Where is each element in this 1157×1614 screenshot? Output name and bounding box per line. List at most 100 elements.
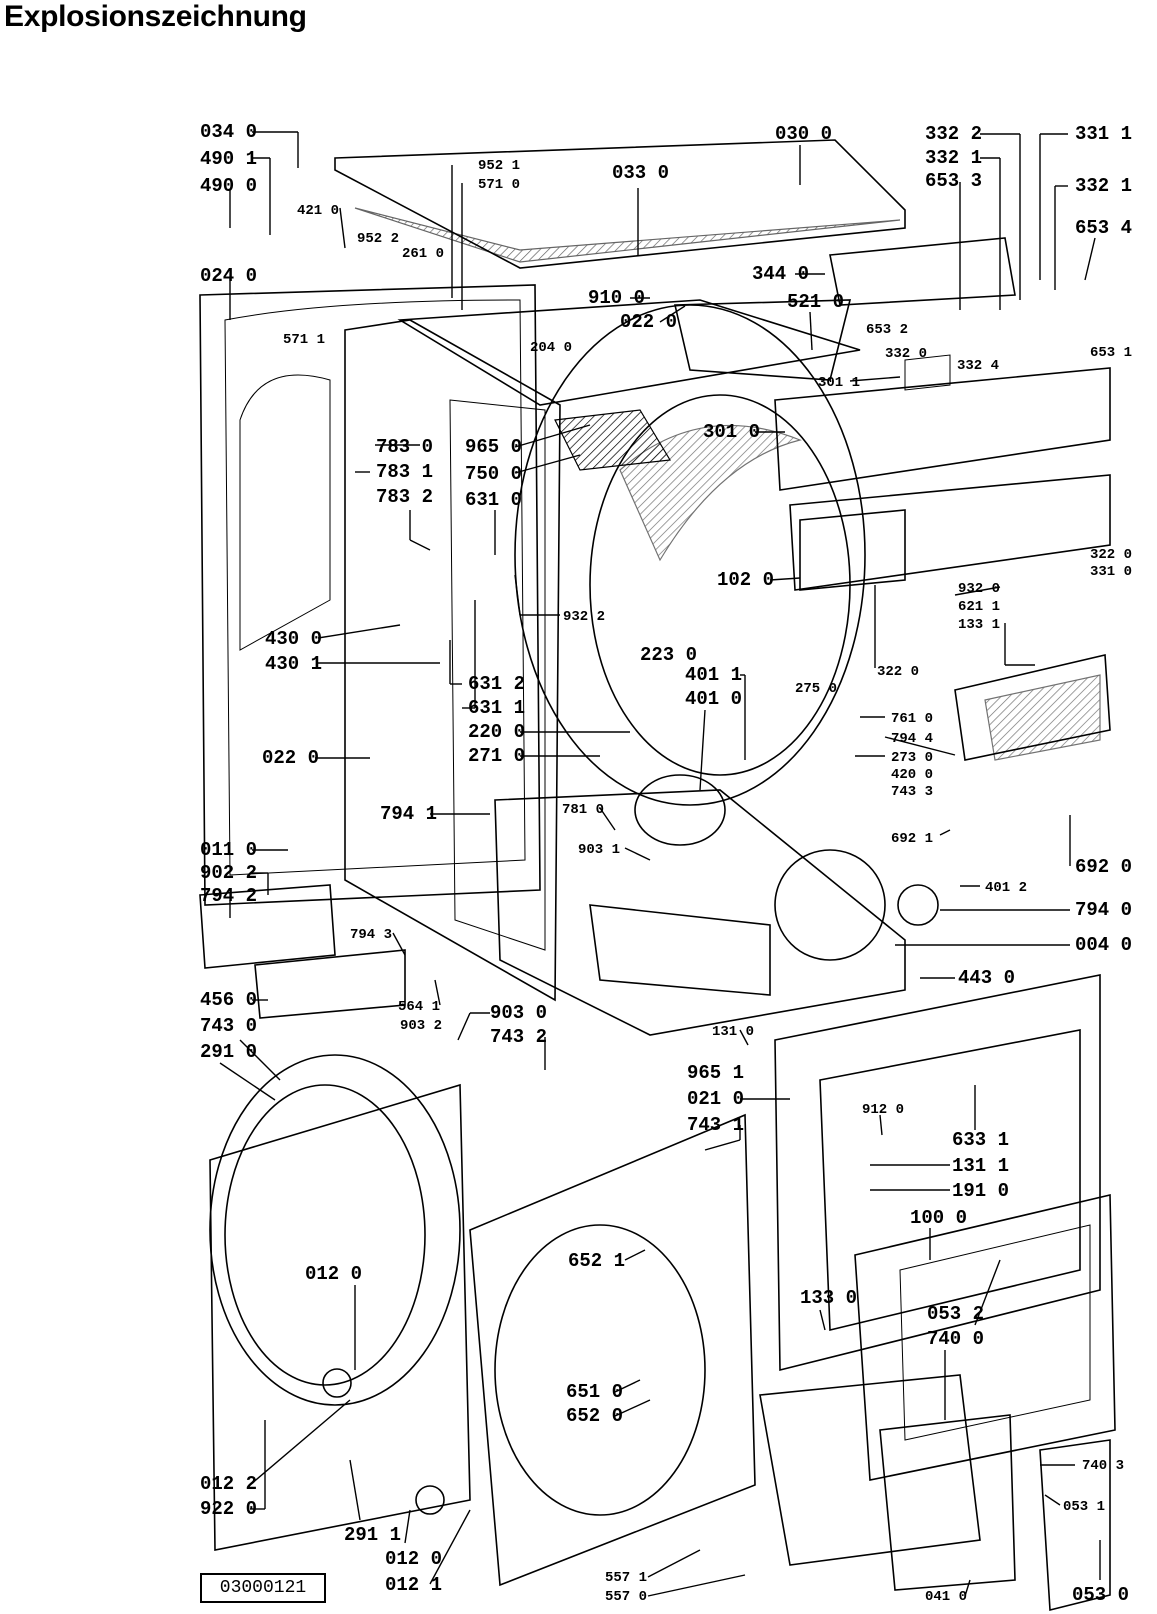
part-label: 932 0 [958,581,1000,597]
part-label: 204 0 [530,340,572,356]
part-label: 102 0 [717,569,774,591]
part-label: 902 2 [200,862,257,884]
part-label: 332 4 [957,358,999,374]
part-label: 932 2 [563,609,605,625]
part-label: 271 0 [468,745,525,767]
part-label: 903 0 [490,1002,547,1024]
part-label: 653 3 [925,170,982,192]
part-label: 332 1 [925,147,982,169]
part-label: 653 4 [1075,217,1132,239]
part-label: 740 3 [1082,1458,1124,1474]
part-label: 794 4 [891,731,933,747]
leader-lines [219,131,1101,1597]
part-label: 220 0 [468,721,525,743]
part-label: 743 2 [490,1026,547,1048]
part-label: 131 0 [712,1024,754,1040]
part-label: 631 1 [468,697,525,719]
part-label: 041 0 [925,1589,967,1605]
part-label: 965 1 [687,1062,744,1084]
part-label: 571 0 [478,177,520,193]
part-label: 291 1 [344,1524,401,1546]
part-label: 653 1 [1090,345,1132,361]
part-label: 490 0 [200,175,257,197]
part-label: 965 0 [465,436,522,458]
part-label: 100 0 [910,1207,967,1229]
part-label: 331 1 [1075,123,1132,145]
part-label: 344 0 [752,263,809,285]
part-label: 022 0 [620,311,677,333]
part-label: 053 2 [927,1303,984,1325]
part-label: 053 0 [1072,1584,1129,1606]
part-label: 011 0 [200,839,257,861]
part-label: 781 0 [562,802,604,818]
drawing-number: 03000121 [200,1573,326,1603]
page-title: Explosionszeichnung [4,0,307,33]
part-label: 952 1 [478,158,520,174]
part-label: 301 1 [818,375,860,391]
part-label: 030 0 [775,123,832,145]
part-label: 004 0 [1075,934,1132,956]
part-label: 332 2 [925,123,982,145]
part-label: 621 1 [958,599,1000,615]
part-label: 633 1 [952,1129,1009,1151]
part-label: 692 0 [1075,856,1132,878]
part-label: 743 1 [687,1114,744,1136]
part-label: 631 2 [468,673,525,695]
part-label: 421 0 [297,203,339,219]
part-label: 012 2 [200,1473,257,1495]
part-label: 430 0 [265,628,322,650]
part-label: 322 0 [1090,547,1132,563]
part-label: 273 0 [891,750,933,766]
part-label: 692 1 [891,831,933,847]
part-label: 794 3 [350,927,392,943]
part-label: 740 0 [927,1328,984,1350]
part-label: 456 0 [200,989,257,1011]
part-label: 743 0 [200,1015,257,1037]
part-label: 783 2 [376,486,433,508]
part-label: 401 2 [985,880,1027,896]
part-label: 022 0 [262,747,319,769]
part-label: 191 0 [952,1180,1009,1202]
part-label: 301 0 [703,421,760,443]
part-label: 903 2 [400,1018,442,1034]
part-label: 922 0 [200,1498,257,1520]
part-label: 794 2 [200,885,257,907]
part-label: 652 1 [568,1250,625,1272]
part-label: 571 1 [283,332,325,348]
part-label: 133 1 [958,617,1000,633]
part-label: 557 1 [605,1570,647,1586]
part-label: 631 0 [465,489,522,511]
part-label: 033 0 [612,162,669,184]
part-label: 651 0 [566,1381,623,1403]
part-label: 761 0 [891,711,933,727]
part-label: 131 1 [952,1155,1009,1177]
part-label: 012 0 [385,1548,442,1570]
part-label: 443 0 [958,967,1015,989]
part-label: 794 1 [380,803,437,825]
part-label: 322 0 [877,664,919,680]
part-label: 053 1 [1063,1499,1105,1515]
part-label: 024 0 [200,265,257,287]
part-label: 331 0 [1090,564,1132,580]
part-label: 903 1 [578,842,620,858]
part-label: 564 1 [398,999,440,1015]
part-label: 430 1 [265,653,322,675]
part-label: 034 0 [200,121,257,143]
part-label: 012 1 [385,1574,442,1596]
part-label: 223 0 [640,644,697,666]
part-label: 783 0 [376,436,433,458]
part-label: 952 2 [357,231,399,247]
part-label: 652 0 [566,1405,623,1427]
drawing-parts [199,139,1116,1612]
part-label: 401 1 [685,664,742,686]
part-labels: 034 0 490 1 490 0 421 0 024 0 952 2 261 … [200,121,1132,1606]
part-label: 912 0 [862,1102,904,1118]
part-label: 291 0 [200,1041,257,1063]
part-label: 420 0 [891,767,933,783]
part-label: 490 1 [200,148,257,170]
part-label: 794 0 [1075,899,1132,921]
part-label: 275 0 [795,681,837,697]
part-label: 521 0 [787,291,844,313]
part-label: 133 0 [800,1287,857,1309]
